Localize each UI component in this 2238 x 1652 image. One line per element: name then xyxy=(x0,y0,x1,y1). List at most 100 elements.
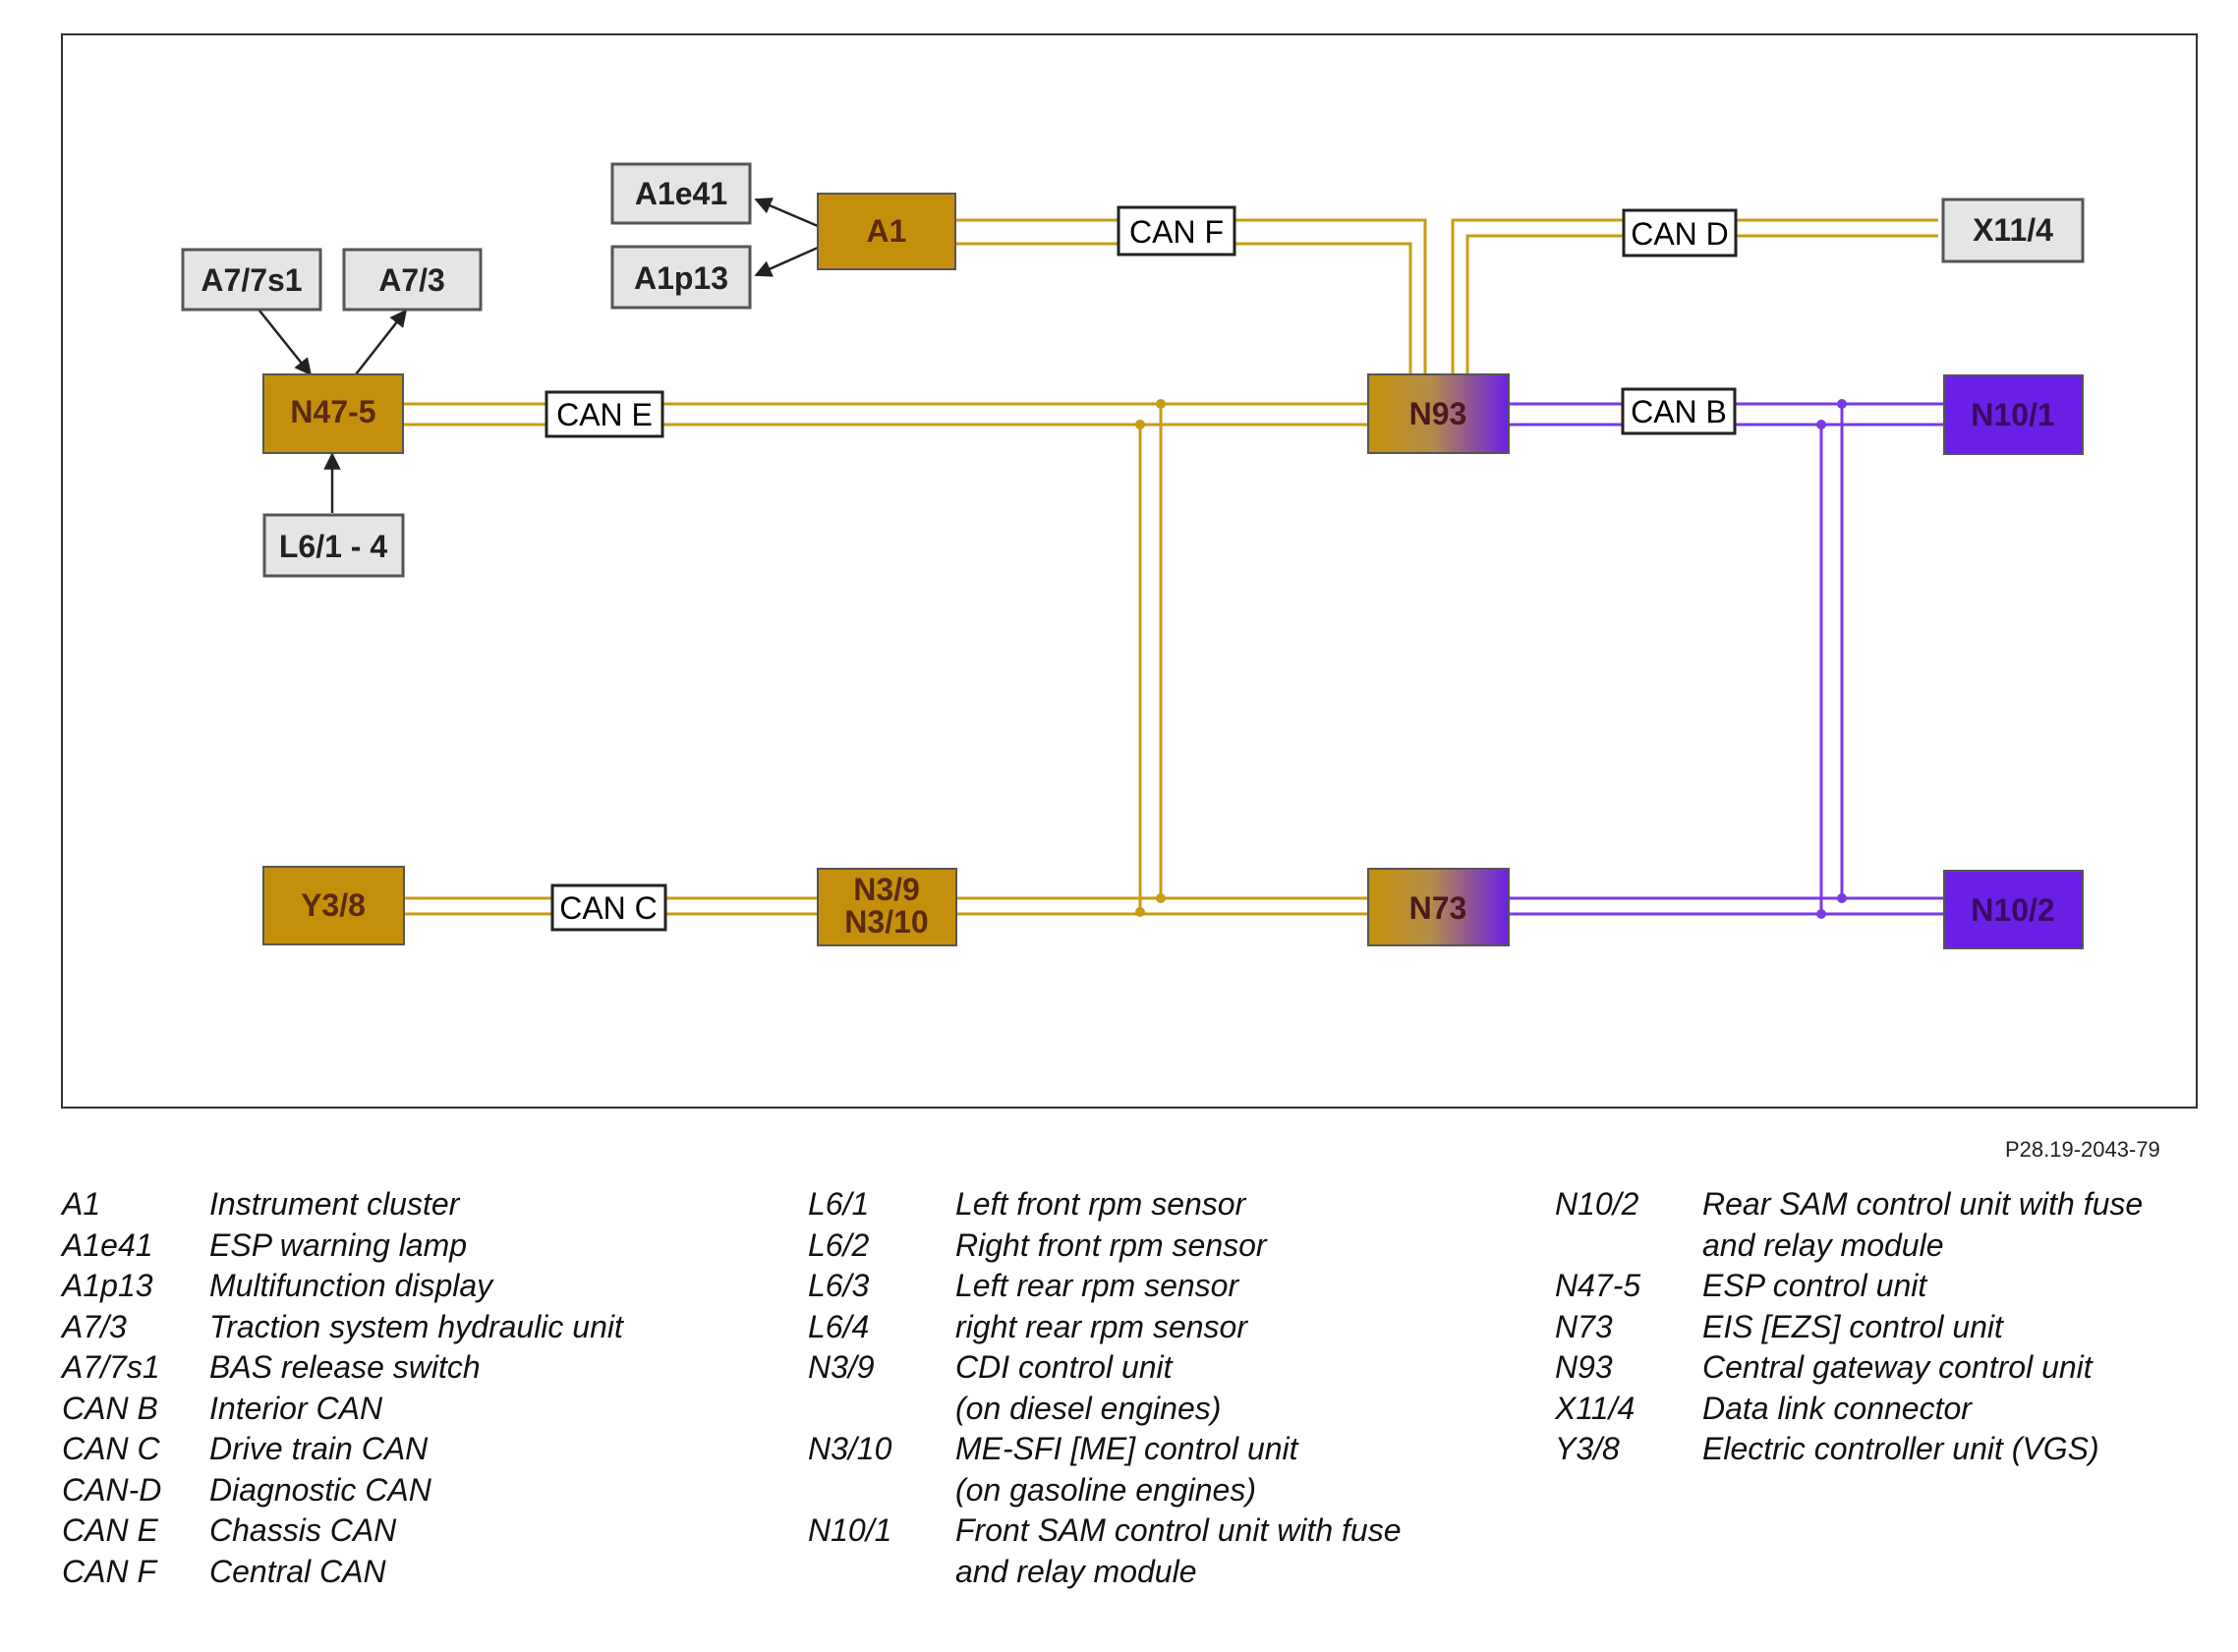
junction-dots-gold xyxy=(1135,399,1166,917)
legend-code: A7/7s1 xyxy=(62,1349,160,1385)
node-x114: X11/4 xyxy=(1941,198,2085,263)
svg-text:N93: N93 xyxy=(1409,396,1467,431)
legend-code: N3/9 xyxy=(808,1349,875,1385)
legend-description: Right front rpm sensor xyxy=(955,1226,1267,1263)
legend-description: ME-SFI [ME] control unit (on gasoline en… xyxy=(955,1431,1298,1508)
svg-text:A1e41: A1e41 xyxy=(635,176,727,211)
legend-description: Data link connector xyxy=(1702,1390,1972,1426)
legend-description: Traction system hydraulic unit xyxy=(209,1308,623,1344)
legend-description: Central CAN xyxy=(209,1553,386,1589)
svg-text:N47-5: N47-5 xyxy=(290,394,375,429)
svg-text:A1p13: A1p13 xyxy=(634,260,728,296)
legend-entry: A7/3 Traction system hydraulic unit xyxy=(62,1307,623,1348)
legend-description: CDI control unit (on diesel engines) xyxy=(955,1349,1222,1426)
legend-code: A1p13 xyxy=(62,1268,153,1303)
svg-text:CAN D: CAN D xyxy=(1631,216,1729,252)
legend-code: N3/10 xyxy=(808,1431,892,1466)
can-b-label: CAN B xyxy=(1621,387,1737,435)
legend-entry: L6/3 Left rear rpm sensor xyxy=(808,1266,1402,1307)
legend-entry: CAN F Central CAN xyxy=(62,1552,623,1593)
legend-entry: N3/10 ME-SFI [ME] control unit (on gasoli… xyxy=(808,1429,1402,1510)
node-y38: Y3/8 xyxy=(262,866,405,945)
can-f-label: CAN F xyxy=(1117,205,1236,256)
legend-description: Central gateway control unit xyxy=(1702,1349,2093,1385)
svg-text:N10/1: N10/1 xyxy=(1971,397,2054,432)
legend-code: L6/3 xyxy=(808,1268,870,1303)
legend-code: CAN B xyxy=(62,1390,158,1426)
legend-description: Front SAM control unit with fuse and rel… xyxy=(955,1512,1402,1589)
svg-text:CAN F: CAN F xyxy=(1129,214,1224,250)
legend-entry: CAN C Drive train CAN xyxy=(62,1429,623,1470)
legend-code: A7/3 xyxy=(62,1308,127,1344)
svg-text:N3/9: N3/9 xyxy=(853,872,920,907)
legend-description: ESP warning lamp xyxy=(209,1226,468,1263)
svg-text:N3/10: N3/10 xyxy=(844,904,928,940)
legend-entry: L6/1 Left front rpm sensor xyxy=(808,1184,1402,1225)
legend-code: L6/1 xyxy=(808,1186,870,1222)
figure-id: P28.19-2043-79 xyxy=(2005,1137,2160,1162)
svg-text:Y3/8: Y3/8 xyxy=(301,887,366,923)
svg-text:N73: N73 xyxy=(1409,890,1467,926)
can-network-diagram: CAN F CAN D CAN E CAN B CAN C A1e41 A1p1… xyxy=(61,33,2198,1109)
legend-code: L6/4 xyxy=(808,1308,870,1344)
legend-description: Rear SAM control unit with fuse and rela… xyxy=(1702,1186,2144,1263)
can-c-label: CAN C xyxy=(550,883,667,932)
can-e-label: CAN E xyxy=(545,390,664,438)
legend-code: N73 xyxy=(1555,1308,1613,1344)
junction-dots-violet xyxy=(1816,399,1847,919)
legend-code: N47-5 xyxy=(1555,1268,1641,1303)
node-a1p13: A1p13 xyxy=(610,245,752,310)
node-n93: N93 xyxy=(1367,373,1510,454)
legend-code: N93 xyxy=(1555,1349,1613,1385)
legend-code: CAN E xyxy=(62,1512,158,1548)
legend-description: right rear rpm sensor xyxy=(955,1308,1247,1344)
legend-code: CAN C xyxy=(62,1431,160,1466)
node-a73: A7/3 xyxy=(342,248,483,312)
svg-text:CAN C: CAN C xyxy=(559,890,658,926)
node-l61-4: L6/1 - 4 xyxy=(262,513,405,578)
legend-code: CAN-D xyxy=(62,1471,162,1508)
svg-text:A1: A1 xyxy=(867,213,907,249)
node-a1e41: A1e41 xyxy=(610,162,752,225)
legend-description: Chassis CAN xyxy=(209,1512,397,1548)
node-n39-n310: N3/9 N3/10 xyxy=(817,868,957,946)
legend-description: Drive train CAN xyxy=(209,1431,429,1466)
legend-code: CAN F xyxy=(62,1553,156,1589)
svg-text:L6/1 - 4: L6/1 - 4 xyxy=(279,529,387,564)
node-a77s1: A7/7s1 xyxy=(181,248,322,312)
signal-arrows xyxy=(258,198,819,513)
node-n47-5: N47-5 xyxy=(262,373,404,454)
legend-entry: CAN E Chassis CAN xyxy=(62,1510,623,1552)
node-n10-2: N10/2 xyxy=(1943,870,2084,949)
legend-code: Y3/8 xyxy=(1555,1431,1620,1466)
legend-description: Left rear rpm sensor xyxy=(955,1268,1239,1303)
svg-text:CAN B: CAN B xyxy=(1631,394,1727,429)
legend-entry: N3/9 CDI control unit (on diesel engines) xyxy=(808,1347,1402,1429)
svg-text:CAN E: CAN E xyxy=(556,397,653,432)
can-d-label: CAN D xyxy=(1622,208,1738,257)
svg-text:A7/3: A7/3 xyxy=(378,262,445,298)
legend-entry: N10/2 Rear SAM control unit with fuse and… xyxy=(1555,1184,2143,1266)
legend-code: A1 xyxy=(62,1186,101,1222)
legend-column-3: N10/2 Rear SAM control unit with fuse and… xyxy=(1555,1184,2143,1470)
node-a1: A1 xyxy=(817,193,956,270)
node-n10-1: N10/1 xyxy=(1943,374,2084,455)
node-n73: N73 xyxy=(1367,868,1510,946)
svg-text:X11/4: X11/4 xyxy=(1973,212,2053,248)
legend-code: N10/1 xyxy=(808,1512,892,1548)
legend-code: A1e41 xyxy=(62,1226,153,1263)
legend-description: Left front rpm sensor xyxy=(955,1186,1246,1222)
legend-code: N10/2 xyxy=(1555,1186,1639,1222)
